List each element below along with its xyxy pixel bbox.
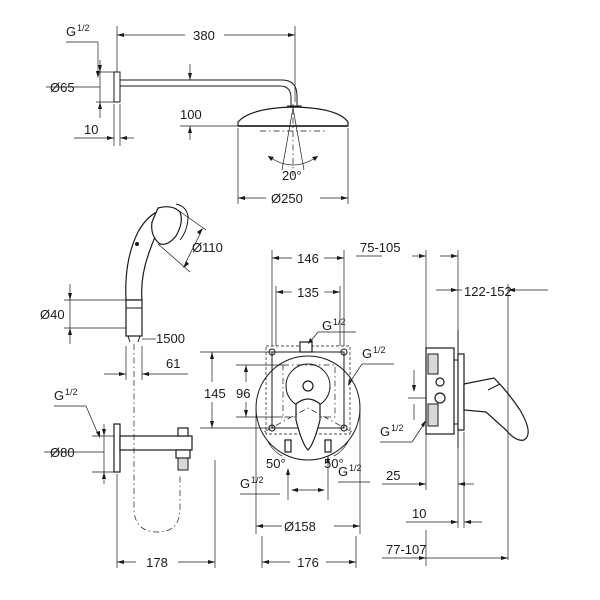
outlet-left-sup: 1/2: [251, 475, 264, 485]
hand-head-diameter-label: Ø110: [192, 240, 223, 255]
inlet-label: G: [380, 424, 390, 439]
box-width-label: 146: [297, 251, 319, 266]
shower-arm: [120, 79, 298, 108]
top-outlet-label: G: [322, 318, 332, 333]
spout-outlet: [177, 457, 189, 471]
spout-body: [119, 435, 193, 451]
head-shower-body: [237, 106, 349, 127]
spout-projection-label: 178: [146, 555, 168, 570]
holder-diameter-label: Ø40: [40, 307, 65, 322]
spout-thread-sup: 1/2: [65, 387, 78, 397]
head-thread-sup: 1/2: [77, 23, 90, 33]
side-outlet-sup: 1/2: [373, 345, 386, 355]
shower-hose: [133, 380, 181, 533]
head-thread-label: G: [66, 24, 76, 39]
wall-flange: [113, 71, 121, 103]
rosette-diameter-label: Ø158: [284, 519, 316, 534]
depth-range-label: 75-105: [360, 240, 400, 255]
total-width-label: 176: [297, 555, 319, 570]
top-outlet-sup: 1/2: [333, 317, 346, 327]
angle-left-label: 50°: [266, 456, 286, 471]
spout-flange: [113, 423, 121, 473]
handle-range-label: 122-152: [464, 284, 512, 299]
bottom-range-label: 77-107: [386, 542, 426, 557]
holder-offset-label: 61: [166, 356, 180, 371]
outlet-right-sup: 1/2: [349, 463, 362, 473]
wall-depth-label: 25: [386, 468, 400, 483]
mixer-lever: [295, 398, 321, 451]
inner-width-label: 135: [297, 285, 319, 300]
swivel-angle-label: 20°: [282, 168, 302, 183]
side-outlet-label: G: [362, 346, 372, 361]
mixer-front-view: 146 135 G 1/2 G 1/2 145: [200, 250, 394, 570]
outlet-left-label: G: [240, 476, 250, 491]
flange-diameter-label: Ø65: [50, 80, 75, 95]
head-shower-view: 380 G 1/2 Ø65 10 100 20°: [46, 23, 349, 206]
rosette: [255, 355, 361, 461]
head-diameter-label: Ø250: [271, 191, 303, 206]
spout-thread-label: G: [54, 388, 64, 403]
hose-length-label: 1500: [156, 331, 185, 346]
hand-shower-holder: [125, 299, 143, 337]
wall-distance-label: 10: [84, 122, 98, 137]
inner-height-label: 96: [236, 386, 250, 401]
length-label: 380: [193, 28, 215, 43]
mixer-side-view: 75-105 122-152 G 1/2 25 10: [356, 240, 548, 566]
inlet-sup: 1/2: [391, 423, 404, 433]
drop-label: 100: [180, 107, 202, 122]
lever-side: [463, 377, 529, 441]
diverter-knob: [177, 427, 189, 437]
outlet-right-label: G: [338, 464, 348, 479]
spout-view: G 1/2 Ø80 178: [44, 380, 216, 570]
plaster-label: 10: [412, 506, 426, 521]
hand-shower-view: Ø110 Ø40 1500 61: [40, 203, 223, 380]
box-height-label: 145: [204, 386, 226, 401]
spout-diameter-label: Ø80: [50, 445, 75, 460]
hand-shower-head: [151, 206, 182, 245]
top-outlet: [299, 341, 313, 353]
